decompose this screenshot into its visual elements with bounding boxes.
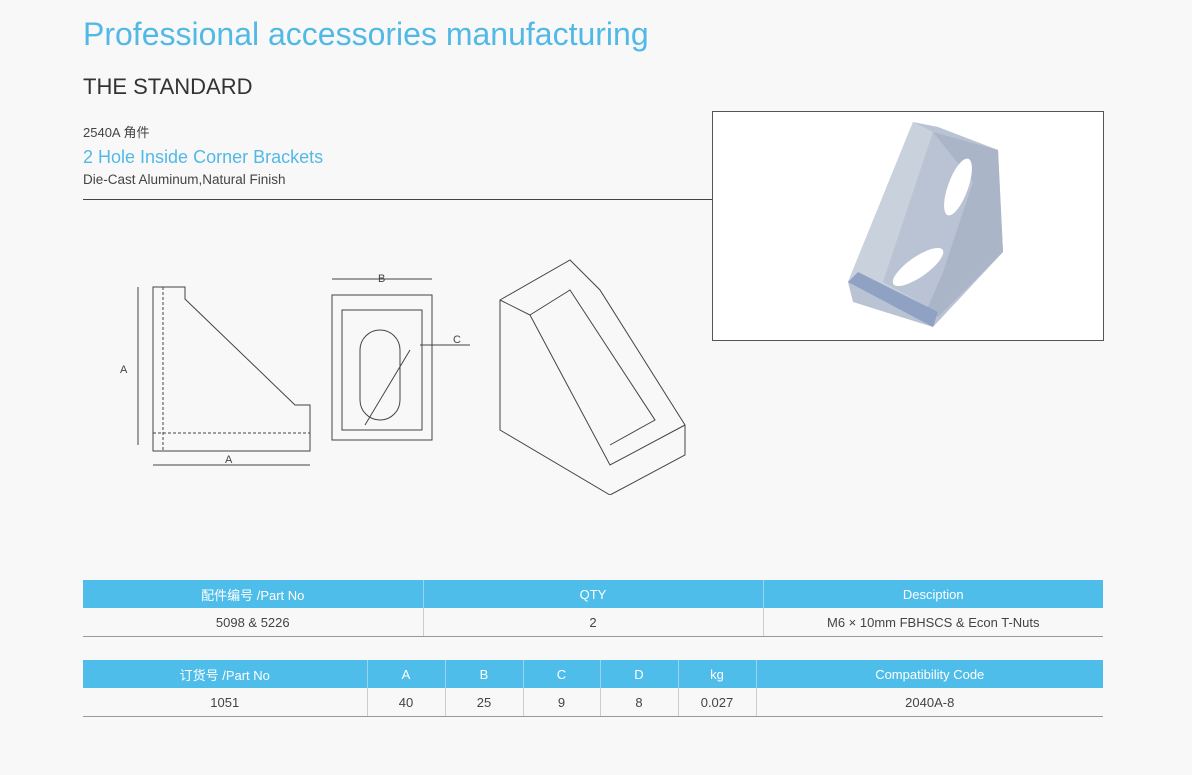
col-header: 订货号 /Part No bbox=[83, 660, 367, 688]
dimension-label-c: C bbox=[453, 334, 461, 346]
technical-drawing: A A B C bbox=[120, 259, 686, 495]
cell: 9 bbox=[522, 688, 600, 717]
col-header: D bbox=[599, 660, 678, 688]
col-header: B bbox=[444, 660, 523, 688]
cell: 2040A-8 bbox=[755, 688, 1103, 717]
col-header: Compatibility Code bbox=[755, 660, 1103, 688]
dimension-label-a-side: A bbox=[120, 364, 128, 376]
dimension-label-a-bottom: A bbox=[225, 454, 233, 466]
product-name: 2 Hole Inside Corner Brackets bbox=[83, 147, 324, 167]
section-title: THE STANDARD bbox=[83, 74, 253, 99]
cell: 1051 bbox=[83, 688, 367, 717]
col-header: A bbox=[366, 660, 445, 688]
col-header: Desciption bbox=[762, 580, 1103, 608]
cell: 8 bbox=[599, 688, 678, 717]
cell: 2 bbox=[422, 608, 763, 637]
col-header: C bbox=[522, 660, 600, 688]
cell: 25 bbox=[444, 688, 523, 717]
cell: 0.027 bbox=[677, 688, 756, 717]
col-header: kg bbox=[677, 660, 756, 688]
cell: 40 bbox=[366, 688, 445, 717]
page-title: Professional accessories manufacturing bbox=[83, 16, 649, 52]
dimension-label-b: B bbox=[378, 273, 385, 285]
divider bbox=[83, 199, 713, 200]
col-header: QTY bbox=[422, 580, 763, 608]
product-material: Die-Cast Aluminum,Natural Finish bbox=[83, 172, 286, 187]
col-header: 配件编号 /Part No bbox=[83, 580, 423, 608]
product-photo bbox=[712, 111, 1104, 341]
product-code: 2540A 角件 bbox=[83, 125, 150, 140]
cell: M6 × 10mm FBHSCS & Econ T-Nuts bbox=[762, 608, 1103, 637]
cell: 5098 & 5226 bbox=[83, 608, 423, 637]
